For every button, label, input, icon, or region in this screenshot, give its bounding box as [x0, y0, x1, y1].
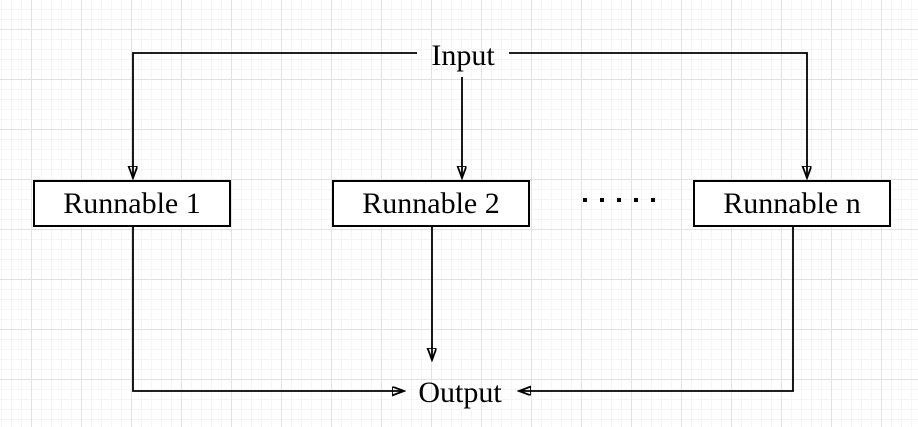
node-runnable-n[interactable]: Runnable n [693, 180, 891, 227]
output-label[interactable]: Output [418, 376, 502, 409]
node-runnable-1[interactable]: Runnable 1 [33, 180, 231, 227]
connector-input-to-runnable-n [509, 52, 807, 178]
connector-input-to-runnable-1 [133, 52, 417, 178]
input-label[interactable]: Input [431, 39, 495, 72]
connector-runnable-n-to-output [519, 227, 794, 391]
ellipsis-dots-icon [583, 198, 655, 202]
node-runnable-2[interactable]: Runnable 2 [332, 180, 530, 227]
connector-runnable-1-to-output [132, 227, 404, 391]
